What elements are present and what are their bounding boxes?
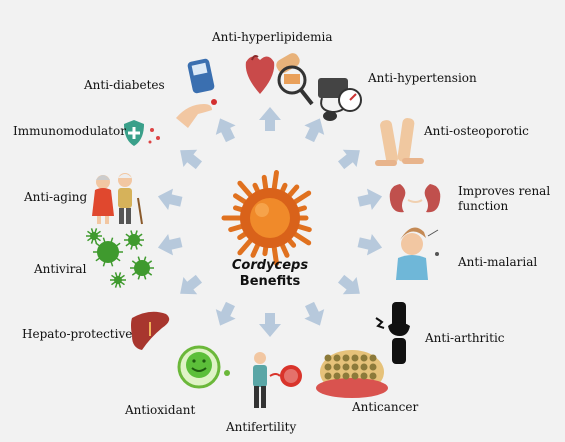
label-anticancer: Anticancer: [352, 400, 419, 414]
heart-artery-icon: [245, 53, 314, 106]
outward-arrow-icon: [304, 301, 325, 326]
kidneys-icon: [389, 184, 441, 213]
virus-icon: [86, 228, 154, 288]
outward-arrow-icon: [259, 107, 281, 131]
arrow-ring: [157, 107, 383, 337]
sick-person-mosquito-icon: [396, 227, 439, 280]
label-anti-malarial: Anti-malarial: [458, 255, 538, 269]
label-antioxidant: Antioxidant: [125, 403, 196, 417]
center-title-line2: Benefits: [239, 274, 301, 289]
label-hepato-protective: Hepato-protective: [22, 327, 133, 341]
label-improves-renal-function: Improves renal function: [458, 184, 550, 214]
bone-legs-icon: [375, 118, 424, 166]
outward-arrow-icon: [259, 313, 281, 337]
label-antiviral: Antiviral: [34, 262, 87, 276]
smiling-cell-icon: [177, 345, 230, 389]
label-renal-line1: Improves renal: [458, 184, 551, 198]
label-anti-hyperlipidemia: Anti-hyperlipidemia: [212, 30, 333, 44]
outward-arrow-icon: [337, 149, 360, 170]
outward-arrow-icon: [215, 301, 236, 326]
outward-arrow-icon: [357, 233, 383, 256]
blood-pressure-monitor-icon: [318, 78, 362, 121]
man-sperm-icon: [253, 352, 302, 408]
outward-arrow-icon: [180, 274, 203, 295]
label-anti-hypertension: Anti-hypertension: [368, 71, 477, 85]
glucometer-icon: [176, 58, 217, 128]
label-anti-aging: Anti-aging: [24, 190, 88, 204]
elderly-couple-icon: [92, 173, 143, 225]
center-title-italic: Cordyceps: [231, 258, 309, 273]
outward-arrow-icon: [357, 188, 383, 211]
label-antifertility: Antifertility: [226, 420, 297, 434]
label-anti-diabetes: Anti-diabetes: [84, 78, 165, 92]
liver-icon: [131, 311, 170, 350]
outward-arrow-icon: [180, 149, 203, 170]
outward-arrow-icon: [337, 274, 360, 295]
label-anti-arthritic: Anti-arthritic: [425, 331, 505, 345]
label-anti-osteoporotic: Anti-osteoporotic: [424, 124, 529, 138]
center-title: Cordyceps Benefits: [225, 258, 315, 290]
label-immunomodulator: Immunomodulator: [13, 124, 126, 138]
outward-arrow-icon: [157, 233, 183, 256]
outward-arrow-icon: [304, 118, 325, 143]
outward-arrow-icon: [157, 188, 183, 211]
shield-cross-icon: [124, 120, 160, 146]
cordyceps-mushroom-icon: [221, 170, 312, 266]
outward-arrow-icon: [215, 118, 236, 143]
knee-joint-icon: [375, 302, 410, 364]
label-renal-line2: function: [458, 199, 509, 213]
tumor-cells-icon: [316, 350, 388, 398]
